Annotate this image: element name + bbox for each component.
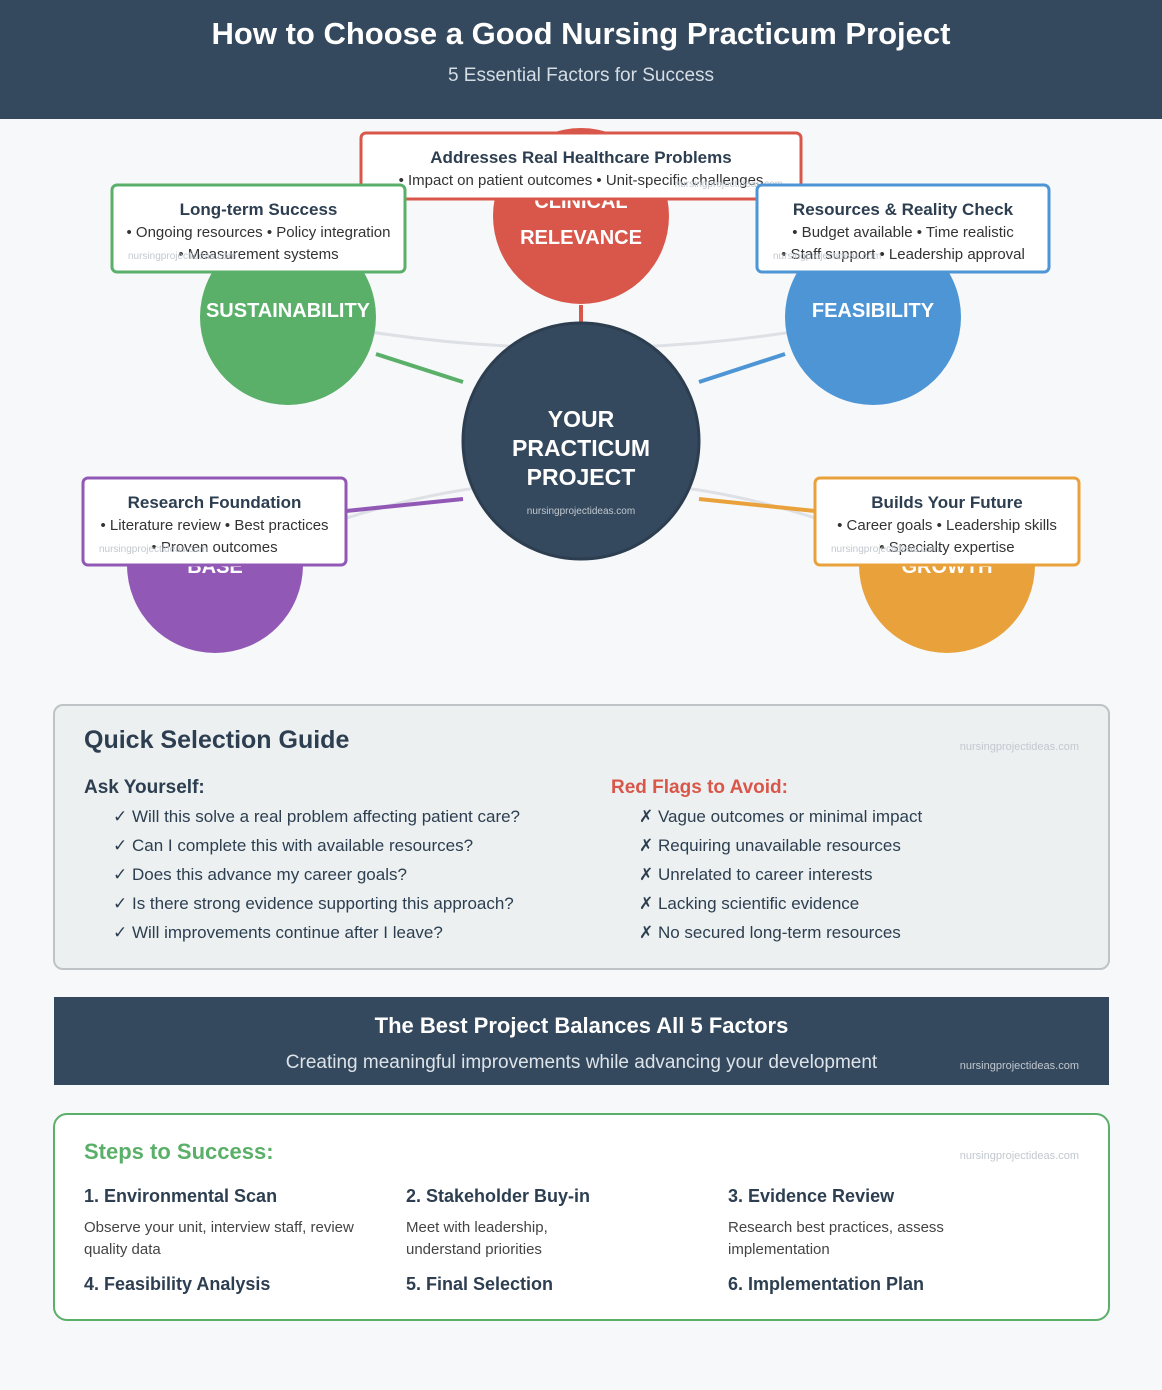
step-item: 2. Stakeholder Buy-in Meet with leadersh…: [406, 1186, 626, 1261]
growth-info-box: Builds Your Future • Career goals • Leade…: [813, 476, 1081, 567]
step-item: 5. Final Selection: [406, 1274, 706, 1295]
box-detail: • Career goals • Leadership skills: [837, 517, 1057, 534]
box-title: Builds Your Future: [871, 493, 1022, 512]
box-title: Long-term Success: [180, 200, 338, 219]
center-watermark: nursingprojectideas.com: [527, 506, 635, 517]
balance-banner: The Best Project Balances All 5 Factors …: [54, 997, 1109, 1085]
evidence-connector: [345, 497, 464, 513]
page-title: How to Choose a Good Nursing Practicum P…: [211, 16, 951, 51]
step-title: 5. Final Selection: [406, 1274, 554, 1294]
guide-watermark: nursingprojectideas.com: [959, 741, 1079, 753]
box-border: [359, 131, 803, 201]
step-description: Observe your unit, interview staff, revi…: [84, 1219, 354, 1258]
box-border: [81, 476, 348, 567]
step-title: 3. Evidence Review: [728, 1186, 895, 1206]
list-item: ✓ Will improvements continue after I lea…: [113, 923, 443, 942]
box-detail: • Literature review • Best practices: [100, 517, 328, 534]
step-description: Research best practices, assess implemen…: [728, 1219, 944, 1258]
list-item: ✗ No secured long-term resources: [639, 923, 901, 942]
box-watermark: nursingprojectideas.com: [128, 251, 236, 262]
sustainability-info-box: Long-term Success • Ongoing resources • P…: [110, 183, 407, 274]
list-item: ✓ Will this solve a real problem affecti…: [113, 807, 521, 826]
box-watermark: nursingprojectideas.com: [831, 544, 939, 555]
box-detail: • Proven outcomes: [151, 539, 277, 556]
center-node: YOUR PRACTICUM PROJECT nursingprojectideas.…: [461, 321, 701, 561]
box-detail: • Staff support • Leadership approval: [781, 246, 1025, 263]
box-detail: • Impact on patient outcomes • Unit-spec…: [399, 172, 764, 189]
balance-subtitle: Creating meaningful improvements while a…: [285, 1052, 878, 1073]
box-watermark: nursingprojectideas.com: [99, 544, 207, 555]
center-label: YOUR: [548, 406, 615, 432]
box-title: Research Foundation: [128, 493, 302, 512]
connector-lines: [345, 305, 816, 513]
ask-yourself-list: ✓ Will this solve a real problem affecti…: [113, 807, 520, 952]
step-title: 2. Stakeholder Buy-in: [406, 1186, 591, 1206]
step-item: 6. Implementation Plan: [728, 1274, 1028, 1295]
step-title: 1. Environmental Scan: [84, 1186, 278, 1206]
balance-watermark: nursingprojectideas.com: [959, 1060, 1079, 1072]
clinical-info-box: Addresses Real Healthcare Problems • Impa…: [359, 131, 803, 201]
quick-selection-guide: Quick Selection Guide nursingprojectidea…: [53, 704, 1110, 970]
feasibility-connector: [698, 352, 786, 384]
step-description: Meet with leadership, understand priorit…: [406, 1219, 548, 1258]
box-watermark: nursingprojectideas.com: [675, 179, 783, 190]
box-title: Resources & Reality Check: [793, 200, 1014, 219]
step-title: 6. Implementation Plan: [728, 1274, 925, 1294]
steps-title: Steps to Success:: [84, 1139, 274, 1164]
evidence-info-box: Research Foundation • Literature review •…: [81, 476, 348, 567]
red-flags-heading: Red Flags to Avoid:: [611, 777, 788, 798]
box-border: [755, 183, 1051, 274]
header-banner: How to Choose a Good Nursing Practicum P…: [0, 0, 1162, 119]
list-item: ✓ Is there strong evidence supporting th…: [113, 894, 514, 913]
page-subtitle: 5 Essential Factors for Success: [447, 65, 715, 86]
growth-connector: [698, 497, 816, 513]
list-item: ✓ Does this advance my career goals?: [113, 865, 407, 884]
center-circle: [461, 321, 701, 561]
ask-yourself-heading: Ask Yourself:: [84, 777, 205, 798]
list-item: ✓ Can I complete this with available res…: [113, 836, 474, 855]
step-item: 4. Feasibility Analysis: [84, 1274, 384, 1295]
list-item: ✗ Lacking scientific evidence: [639, 894, 860, 913]
steps-to-success: Steps to Success: nursingprojectideas.co…: [53, 1113, 1110, 1321]
guide-title: Quick Selection Guide: [84, 726, 350, 754]
box-detail: • Budget available • Time realistic: [792, 224, 1014, 241]
feasibility-label: FEASIBILITY: [812, 300, 935, 322]
step-item: 3. Evidence Review Research best practic…: [728, 1186, 948, 1261]
box-detail: • Ongoing resources • Policy integration: [127, 224, 391, 241]
factor-boxes: Addresses Real Healthcare Problems • Impa…: [81, 131, 1081, 567]
sustainability-label: SUSTAINABILITY: [206, 300, 371, 322]
box-border: [813, 476, 1081, 567]
clinical-label: RELEVANCE: [520, 227, 642, 249]
step-title: 4. Feasibility Analysis: [84, 1274, 271, 1294]
center-label: PRACTICUM: [512, 435, 650, 461]
box-detail: • Measurement systems: [178, 246, 338, 263]
list-item: ✗ Vague outcomes or minimal impact: [639, 807, 923, 826]
list-item: ✗ Unrelated to career interests: [639, 865, 873, 884]
list-item: ✗ Requiring unavailable resources: [639, 836, 901, 855]
box-title: Addresses Real Healthcare Problems: [430, 148, 731, 167]
feasibility-info-box: Resources & Reality Check • Budget availa…: [755, 183, 1051, 274]
center-label: PROJECT: [527, 464, 636, 490]
balance-title: The Best Project Balances All 5 Factors: [374, 1013, 789, 1038]
red-flags-list: ✗ Vague outcomes or minimal impact ✗ Req…: [639, 807, 922, 952]
steps-watermark: nursingprojectideas.com: [959, 1150, 1079, 1162]
box-detail: • Specialty expertise: [879, 539, 1014, 556]
sustainability-connector: [375, 352, 464, 384]
step-item: 1. Environmental Scan Observe your unit,…: [84, 1186, 384, 1261]
box-watermark: nursingprojectideas.com: [773, 251, 881, 262]
box-border: [110, 183, 407, 274]
